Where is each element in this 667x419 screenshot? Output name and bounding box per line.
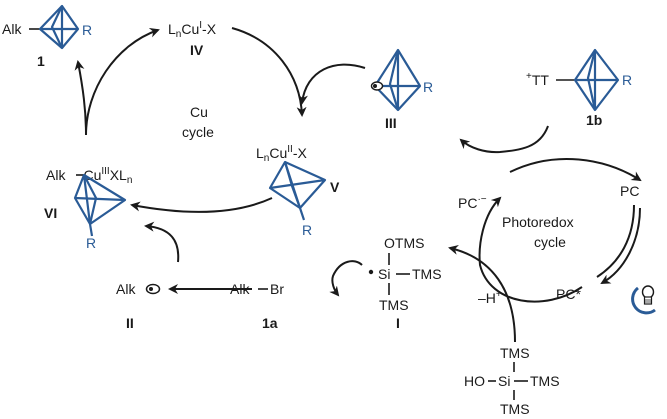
compound-III: R III	[370, 48, 433, 131]
compound-1: Alk R 1	[2, 4, 92, 69]
compound-1b-label: 1b	[586, 112, 602, 128]
III-cage	[373, 48, 422, 112]
silanol-tms-bottom: TMS	[500, 401, 530, 417]
compound-IV-formula: LnCuI-X	[168, 20, 217, 40]
1b-cage	[573, 48, 620, 112]
compound-VI-r: R	[86, 235, 96, 251]
cu-cycle-label-1: Cu	[190, 104, 208, 120]
compound-III-r: R	[423, 79, 433, 95]
compound-IV: LnCuI-X IV	[168, 20, 217, 58]
compound-I-label: I	[396, 315, 400, 331]
silyl-radical-dot-icon	[368, 269, 374, 275]
compound-VI-label: VI	[44, 205, 57, 221]
arrow-IV-to-V	[231, 27, 307, 117]
compound-III-label: III	[385, 115, 397, 131]
arrow-V-to-VI	[130, 197, 273, 213]
radical-dot-icon	[370, 81, 384, 91]
arrow-III-into-cycle	[298, 63, 366, 105]
bicyclopentane-cage	[38, 4, 80, 50]
silanol-si: Si	[498, 373, 510, 389]
compound-V: LnCuII-X R V	[256, 144, 340, 238]
compound-1-label: 1	[37, 53, 45, 69]
compound-V-label: V	[330, 179, 340, 195]
compound-I-otms: OTMS	[384, 235, 424, 251]
arrow-VI-to-1	[74, 60, 87, 136]
arrow-I-to-1a	[329, 260, 363, 297]
cu-cycle-arrows	[74, 27, 366, 297]
arc-pc-anion-to-pc	[509, 157, 642, 182]
arrow-II-into-cycle	[144, 221, 180, 263]
photoredox-label-1: Photoredox	[502, 214, 574, 230]
compound-1a: Alk Br 1a	[230, 281, 284, 331]
tt-plus-label: +TT	[526, 71, 549, 88]
compound-IV-label: IV	[190, 42, 204, 58]
V-cage	[268, 160, 327, 221]
compound-II-alk: Alk	[116, 281, 136, 297]
silanol-tms-top: TMS	[500, 345, 530, 361]
compound-1a-alk: Alk	[230, 281, 250, 297]
light-bulb-icon	[631, 285, 656, 315]
VI-cage	[73, 173, 127, 237]
compound-I: OTMS Si TMS TMS I	[368, 235, 442, 331]
arrow-1-to-IV	[85, 27, 160, 136]
arrow-1b-to-III	[459, 125, 549, 154]
compound-I-tms-bottom: TMS	[379, 297, 409, 313]
compound-1b: +TT R 1b	[526, 48, 632, 128]
pc-anion-label: PC·−	[458, 194, 487, 211]
compound-1a-br: Br	[270, 281, 284, 297]
minus-h-plus-label: –H+	[478, 289, 502, 306]
silanol-reagent: TMS HO Si TMS TMS	[464, 345, 560, 417]
compound-II: Alk II	[116, 281, 161, 331]
compound-1b-r: R	[622, 72, 632, 88]
compound-V-formula: LnCuII-X	[256, 144, 307, 164]
radical-dot-icon	[145, 283, 161, 295]
compound-1a-label: 1a	[262, 315, 278, 331]
photoredox-label-2: cycle	[534, 234, 566, 250]
arc-pc-to-pc-star	[600, 207, 641, 284]
cu-cycle-label-2: cycle	[182, 124, 214, 140]
silanol-tms-right: TMS	[530, 373, 560, 389]
silanol-ho: HO	[464, 373, 485, 389]
compound-V-r: R	[302, 222, 312, 238]
photoredox-cycle	[448, 125, 642, 343]
pc-star-label: PC*	[556, 286, 581, 302]
arc-pc-star-to-pc-anion	[478, 196, 583, 303]
compound-I-tms-right: TMS	[412, 266, 442, 282]
arc-pc-to-pc-star-parallel	[596, 204, 635, 278]
pc-label: PC	[620, 183, 639, 199]
compound-I-si: Si	[378, 266, 390, 282]
compound-1-r: R	[82, 22, 92, 38]
compound-1-alk: Alk	[2, 21, 22, 37]
compound-II-label: II	[126, 315, 134, 331]
arrow-silanol-deprotonation	[448, 244, 516, 343]
